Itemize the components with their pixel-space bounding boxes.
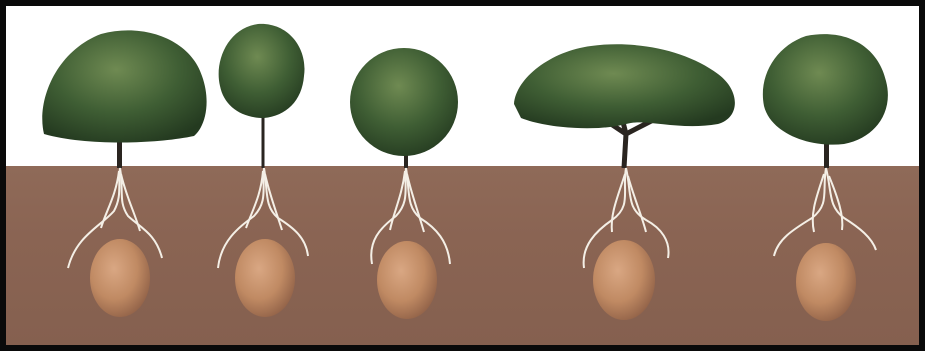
pod-5 xyxy=(796,243,856,321)
tree-5-roots xyxy=(774,168,876,256)
tree-1 xyxy=(42,30,206,317)
tree-5-crown xyxy=(763,34,888,145)
pod-3 xyxy=(377,241,437,319)
tree-4-crown xyxy=(514,44,735,128)
burial-pod-trees-illustration xyxy=(6,6,919,345)
tree-5 xyxy=(763,34,888,321)
tree-2-crown xyxy=(219,24,305,118)
pod-4 xyxy=(593,240,655,320)
tree-3 xyxy=(350,48,458,319)
pod-1 xyxy=(90,239,150,317)
pod-2 xyxy=(235,239,295,317)
tree-2 xyxy=(218,24,308,317)
tree-4 xyxy=(514,44,735,320)
tree-1-crown xyxy=(42,30,206,142)
tree-3-crown xyxy=(350,48,458,156)
